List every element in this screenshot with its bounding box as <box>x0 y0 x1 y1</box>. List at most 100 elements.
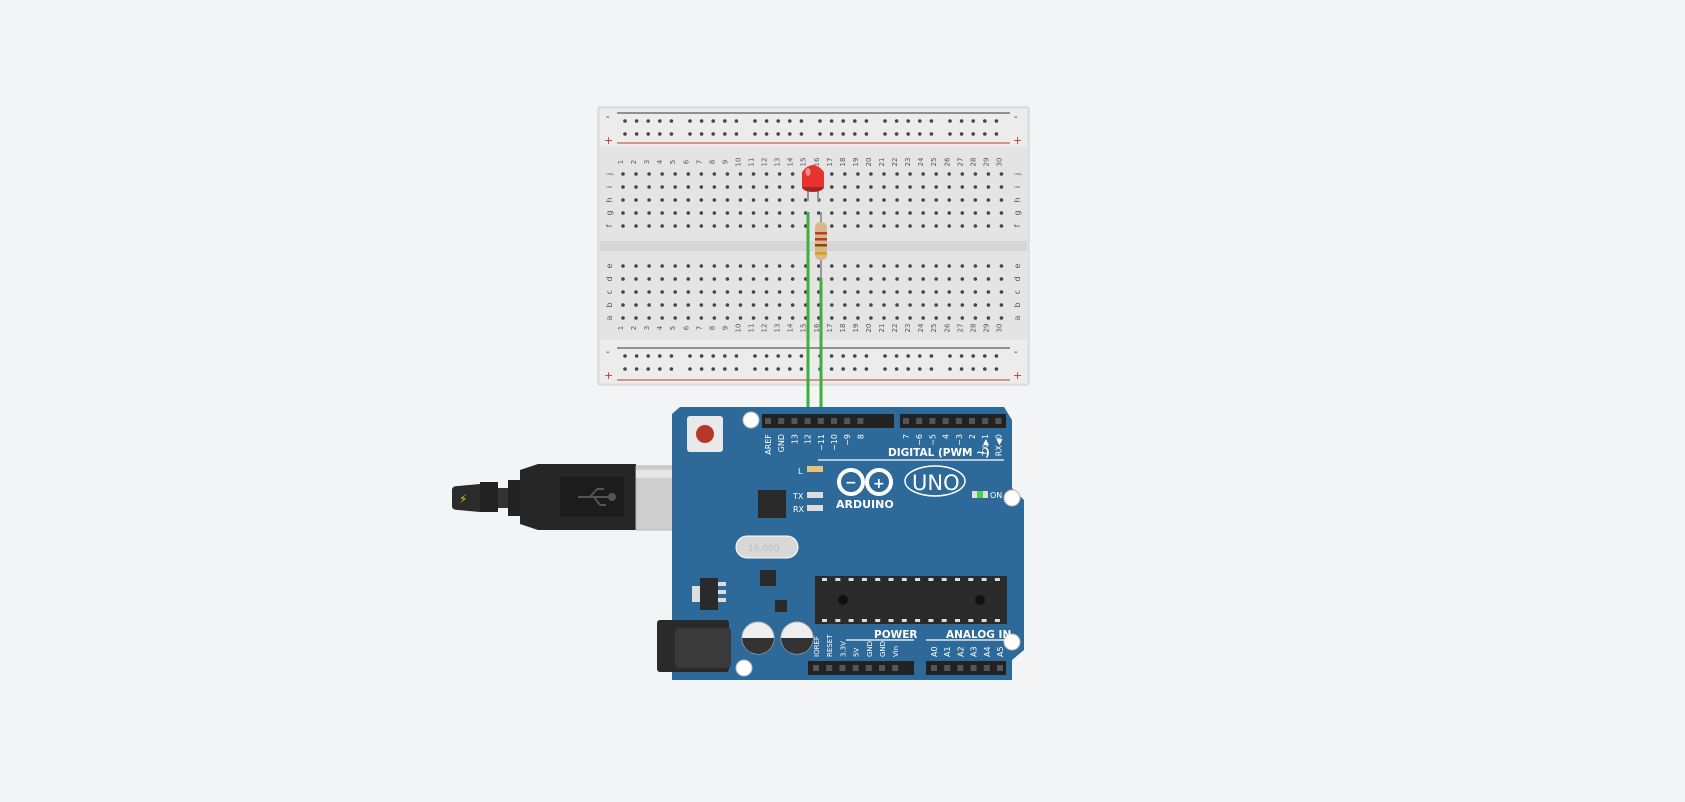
breadboard-hole[interactable] <box>790 277 795 281</box>
breadboard-hole[interactable] <box>986 224 991 228</box>
breadboard-hole[interactable] <box>908 198 912 202</box>
breadboard-hole[interactable] <box>673 316 677 320</box>
breadboard-hole[interactable] <box>908 290 912 294</box>
breadboard-hole[interactable] <box>790 224 795 228</box>
rail-hole[interactable] <box>723 354 727 358</box>
breadboard-hole[interactable] <box>647 224 651 228</box>
rail-hole[interactable] <box>971 132 975 136</box>
breadboard-hole[interactable] <box>830 224 834 228</box>
breadboard-hole[interactable] <box>725 264 730 268</box>
breadboard-hole[interactable] <box>843 264 847 268</box>
rail-hole[interactable] <box>829 132 834 136</box>
rail-hole[interactable] <box>929 119 934 123</box>
breadboard-hole[interactable] <box>673 198 677 202</box>
breadboard-hole[interactable] <box>999 277 1004 281</box>
rail-hole[interactable] <box>776 132 780 136</box>
rail-hole[interactable] <box>994 367 999 371</box>
breadboard-hole[interactable] <box>921 211 925 215</box>
breadboard-hole[interactable] <box>999 264 1004 268</box>
breadboard-hole[interactable] <box>908 185 912 189</box>
breadboard-hole[interactable] <box>673 185 677 189</box>
breadboard-hole[interactable] <box>777 224 782 228</box>
breadboard-hole[interactable] <box>660 211 664 215</box>
breadboard-hole[interactable] <box>882 290 886 294</box>
breadboard-hole[interactable] <box>986 290 991 294</box>
breadboard-hole[interactable] <box>895 277 899 281</box>
breadboard-hole[interactable] <box>830 303 834 307</box>
breadboard-hole[interactable] <box>973 198 978 202</box>
rail-hole[interactable] <box>669 367 674 371</box>
breadboard-hole[interactable] <box>895 303 899 307</box>
rail-hole[interactable] <box>658 119 662 123</box>
header-pin[interactable] <box>903 418 909 424</box>
rail-hole[interactable] <box>723 132 727 136</box>
breadboard-hole[interactable] <box>725 316 730 320</box>
breadboard-hole[interactable] <box>699 316 704 320</box>
rail-hole[interactable] <box>906 367 910 371</box>
breadboard-hole[interactable] <box>738 224 743 228</box>
rail-hole[interactable] <box>623 367 627 371</box>
breadboard-hole[interactable] <box>647 264 651 268</box>
breadboard-hole[interactable] <box>973 277 978 281</box>
breadboard-hole[interactable] <box>621 224 625 228</box>
breadboard-hole[interactable] <box>699 172 704 176</box>
breadboard-hole[interactable] <box>621 316 625 320</box>
header-pin[interactable] <box>916 418 923 424</box>
rail-hole[interactable] <box>723 119 727 123</box>
breadboard-hole[interactable] <box>673 211 677 215</box>
rail-hole[interactable] <box>948 132 952 136</box>
breadboard-hole[interactable] <box>660 303 664 307</box>
header-pin[interactable] <box>817 418 824 424</box>
breadboard-hole[interactable] <box>725 211 730 215</box>
breadboard-hole[interactable] <box>934 290 938 294</box>
rail-hole[interactable] <box>971 119 975 123</box>
breadboard-hole[interactable] <box>999 316 1004 320</box>
breadboard-hole[interactable] <box>960 224 965 228</box>
breadboard-hole[interactable] <box>895 211 899 215</box>
breadboard-hole[interactable] <box>934 211 938 215</box>
rail-hole[interactable] <box>841 132 845 136</box>
breadboard-hole[interactable] <box>634 224 638 228</box>
rail-hole[interactable] <box>646 354 650 358</box>
breadboard-hole[interactable] <box>934 316 938 320</box>
header-pin[interactable] <box>969 418 975 424</box>
breadboard-hole[interactable] <box>908 277 912 281</box>
rail-hole[interactable] <box>864 119 869 123</box>
rail-hole[interactable] <box>764 367 769 371</box>
breadboard-hole[interactable] <box>921 316 925 320</box>
breadboard-hole[interactable] <box>843 172 847 176</box>
breadboard-hole[interactable] <box>947 198 952 202</box>
breadboard-hole[interactable] <box>660 185 664 189</box>
breadboard-hole[interactable] <box>764 303 769 307</box>
breadboard-hole[interactable] <box>843 316 847 320</box>
rail-hole[interactable] <box>711 119 715 123</box>
rail-hole[interactable] <box>883 119 887 123</box>
breadboard-hole[interactable] <box>908 211 912 215</box>
breadboard-hole[interactable] <box>634 277 638 281</box>
rail-hole[interactable] <box>894 367 899 371</box>
rail-hole[interactable] <box>634 354 639 358</box>
breadboard-hole[interactable] <box>973 172 978 176</box>
breadboard-hole[interactable] <box>634 211 638 215</box>
breadboard-hole[interactable] <box>712 172 717 176</box>
breadboard-hole[interactable] <box>973 211 978 215</box>
digital-header[interactable] <box>765 418 1002 424</box>
breadboard-hole[interactable] <box>882 172 886 176</box>
breadboard-hole[interactable] <box>986 316 991 320</box>
breadboard-hole[interactable] <box>856 211 860 215</box>
rail-hole[interactable] <box>841 367 845 371</box>
rail-hole[interactable] <box>841 119 845 123</box>
breadboard-hole[interactable] <box>856 277 860 281</box>
breadboard-hole[interactable] <box>777 211 782 215</box>
breadboard-hole[interactable] <box>738 290 743 294</box>
header-pin[interactable] <box>839 665 846 671</box>
rail-hole[interactable] <box>918 367 922 371</box>
breadboard-hole[interactable] <box>856 290 860 294</box>
breadboard-hole[interactable] <box>712 316 717 320</box>
rail-hole[interactable] <box>699 132 704 136</box>
breadboard-hole[interactable] <box>960 211 965 215</box>
breadboard-hole[interactable] <box>751 277 756 281</box>
breadboard-hole[interactable] <box>686 198 691 202</box>
rail-hole[interactable] <box>764 132 769 136</box>
